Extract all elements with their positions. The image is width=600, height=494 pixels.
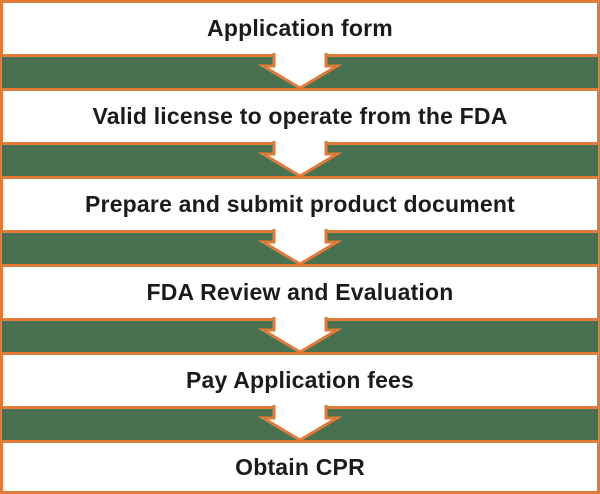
flow-step-box: Pay Application fees xyxy=(0,352,600,409)
flow-step-label: Pay Application fees xyxy=(185,367,415,393)
flow-connector xyxy=(0,53,600,90)
flow-step-label: Obtain CPR xyxy=(235,453,365,480)
flow-step-label: FDA Review and Evaluation xyxy=(146,279,454,305)
flow-connector xyxy=(0,405,600,442)
flow-step-box: Prepare and submit product document xyxy=(0,176,600,233)
flow-step-box: Application form xyxy=(0,0,600,57)
down-arrow-icon xyxy=(257,229,343,266)
flow-step-box: FDA Review and Evaluation xyxy=(0,264,600,321)
flow-step-label: Valid license to operate from the FDA xyxy=(92,103,508,129)
flow-connector xyxy=(0,229,600,266)
flow-step-label: Application form xyxy=(207,15,393,41)
down-arrow-icon xyxy=(257,53,343,90)
flow-step-box: Obtain CPR xyxy=(0,440,600,494)
down-arrow-icon xyxy=(257,317,343,354)
down-arrow-icon xyxy=(257,405,343,442)
flow-connector xyxy=(0,317,600,354)
flow-step-box: Valid license to operate from the FDA xyxy=(0,88,600,145)
flow-connector xyxy=(0,141,600,178)
down-arrow-icon xyxy=(257,141,343,178)
flow-step-label: Prepare and submit product document xyxy=(85,191,515,217)
